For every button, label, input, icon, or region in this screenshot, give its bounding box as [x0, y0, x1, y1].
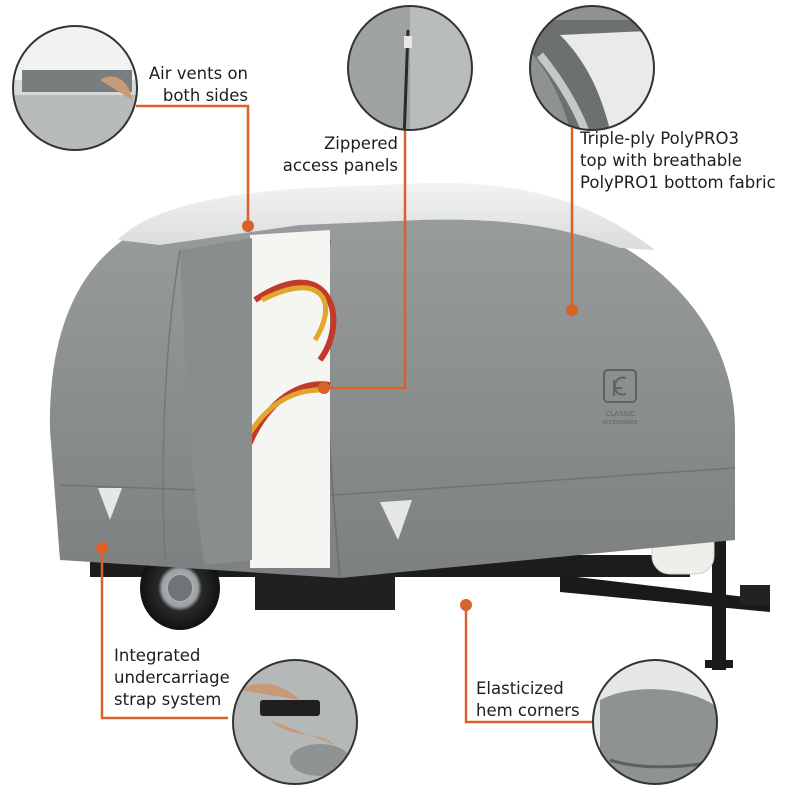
- leader-lines: [100, 104, 592, 724]
- undercarriage-line-1: Integrated: [114, 646, 201, 665]
- leader-dots: [96, 220, 578, 611]
- air-vents-line-1: Air vents on: [148, 64, 248, 83]
- hem-callout: Elasticized hem corners: [476, 678, 594, 722]
- hem-line-2: hem corners: [476, 701, 580, 720]
- logo-text-1: CLASSIC: [605, 410, 635, 418]
- fabric-callout: Triple-ply PolyPRO3 top with breathable …: [580, 128, 795, 194]
- zipper-detail-photo: [347, 5, 473, 131]
- zippered-line-1: Zippered: [323, 134, 398, 153]
- fabric-line-3: PolyPRO1 bottom fabric: [580, 173, 776, 192]
- fabric-detail-photo: [529, 5, 655, 131]
- fabric-line-1: Triple-ply PolyPRO3: [580, 129, 739, 148]
- strap-detail-photo: [232, 659, 358, 785]
- zippered-callout: Zippered access panels: [270, 133, 398, 177]
- trailer-cover: [49, 182, 736, 579]
- hem-line-1: Elasticized: [476, 679, 564, 698]
- brand-logo: [603, 369, 637, 403]
- hem-corner-detail-photo: [592, 659, 718, 785]
- air-vent-detail-photo: [12, 25, 138, 151]
- logo-text-2: ACCESSORIES: [602, 420, 637, 426]
- undercarriage-line-3: strap system: [114, 690, 222, 709]
- undercarriage-line-2: undercarriage: [114, 668, 230, 687]
- air-vents-line-2: both sides: [162, 86, 248, 105]
- air-vents-callout: Air vents on both sides: [140, 63, 248, 107]
- fabric-line-2: top with breathable: [580, 151, 742, 170]
- undercarriage-callout: Integrated undercarriage strap system: [114, 645, 244, 711]
- zippered-line-2: access panels: [282, 156, 398, 175]
